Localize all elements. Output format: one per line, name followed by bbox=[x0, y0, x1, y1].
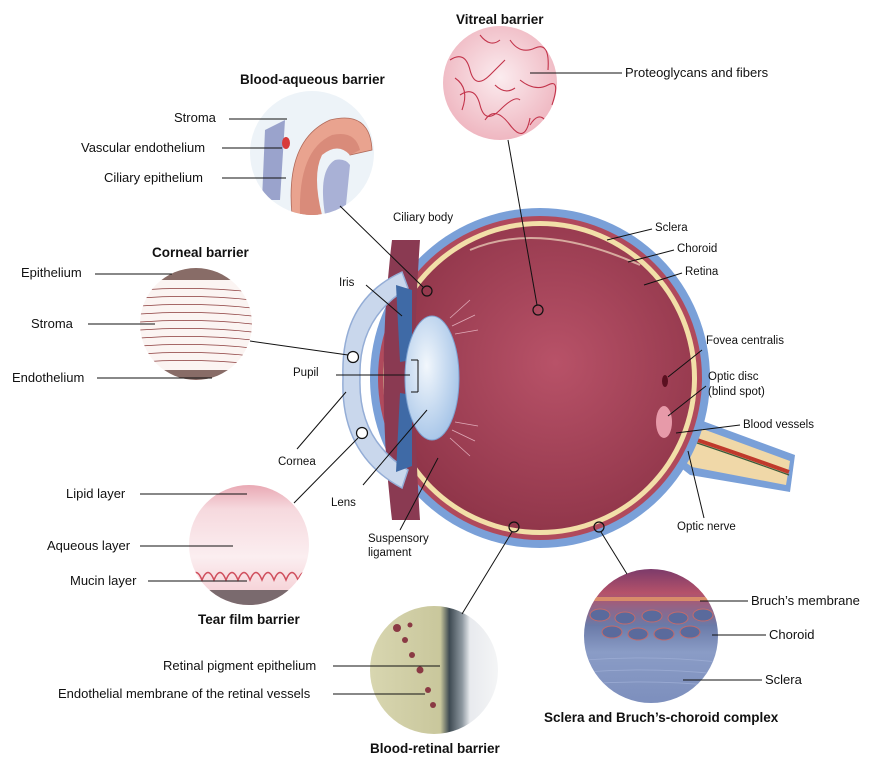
label-sc-sclera: Sclera bbox=[765, 673, 802, 688]
blood-retinal-title: Blood-retinal barrier bbox=[370, 741, 500, 757]
label-aqueous-layer: Aqueous layer bbox=[47, 539, 130, 554]
optic-disc-spot bbox=[656, 406, 672, 438]
label-lens: Lens bbox=[331, 497, 356, 510]
label-pupil: Pupil bbox=[293, 367, 319, 380]
label-ciliary-epithelium: Ciliary epithelium bbox=[104, 171, 203, 186]
label-corneal-stroma: Stroma bbox=[31, 317, 73, 332]
corneal-circle bbox=[140, 268, 252, 380]
label-proteoglycans: Proteoglycans and fibers bbox=[625, 66, 768, 81]
blood-retinal-circle bbox=[370, 606, 498, 734]
tear-film-circle bbox=[189, 485, 311, 605]
label-iris: Iris bbox=[339, 277, 354, 290]
label-suspensory: Suspensory bbox=[368, 533, 429, 546]
label-cornea: Cornea bbox=[278, 456, 316, 469]
label-optic-disc: Optic disc bbox=[708, 371, 759, 384]
fovea-spot bbox=[662, 375, 668, 387]
label-retina: Retina bbox=[685, 266, 718, 279]
label-epithelium: Epithelium bbox=[21, 266, 82, 281]
label-blind-spot: (blind spot) bbox=[708, 386, 765, 399]
tear-film-title: Tear film barrier bbox=[198, 612, 300, 628]
label-endothelium: Endothelium bbox=[12, 371, 84, 386]
label-blood-vessels: Blood vessels bbox=[743, 419, 814, 432]
vitreal-title: Vitreal barrier bbox=[456, 12, 544, 28]
label-ciliary-body: Ciliary body bbox=[393, 212, 453, 225]
label-endothelial-membrane: Endothelial membrane of the retinal vess… bbox=[58, 687, 310, 702]
label-retinal-pigment-epithelium: Retinal pigment epithelium bbox=[163, 659, 316, 674]
label-fovea-centralis: Fovea centralis bbox=[706, 335, 784, 348]
label-bruchs-membrane: Bruch’s membrane bbox=[751, 594, 860, 609]
label-optic-nerve: Optic nerve bbox=[677, 521, 736, 534]
lens-shape bbox=[405, 316, 459, 440]
label-sclera: Sclera bbox=[655, 222, 688, 235]
label-choroid: Choroid bbox=[677, 243, 717, 256]
label-mucin-layer: Mucin layer bbox=[70, 574, 136, 589]
tear-marker bbox=[357, 428, 368, 439]
sclera-bruch-circle bbox=[580, 569, 730, 703]
sclera-bruch-title: Sclera and Bruch’s-choroid complex bbox=[544, 710, 778, 726]
blood-aqueous-circle bbox=[250, 91, 374, 215]
corneal-title: Corneal barrier bbox=[152, 245, 249, 261]
vitreal-circle bbox=[443, 26, 557, 140]
cornea-marker bbox=[348, 352, 359, 363]
label-sc-choroid: Choroid bbox=[769, 628, 815, 643]
label-ligament: ligament bbox=[368, 547, 411, 560]
label-ba-stroma: Stroma bbox=[174, 111, 216, 126]
label-lipid-layer: Lipid layer bbox=[66, 487, 125, 502]
label-vascular-endothelium: Vascular endothelium bbox=[81, 141, 205, 156]
blood-aqueous-title: Blood-aqueous barrier bbox=[240, 72, 385, 88]
